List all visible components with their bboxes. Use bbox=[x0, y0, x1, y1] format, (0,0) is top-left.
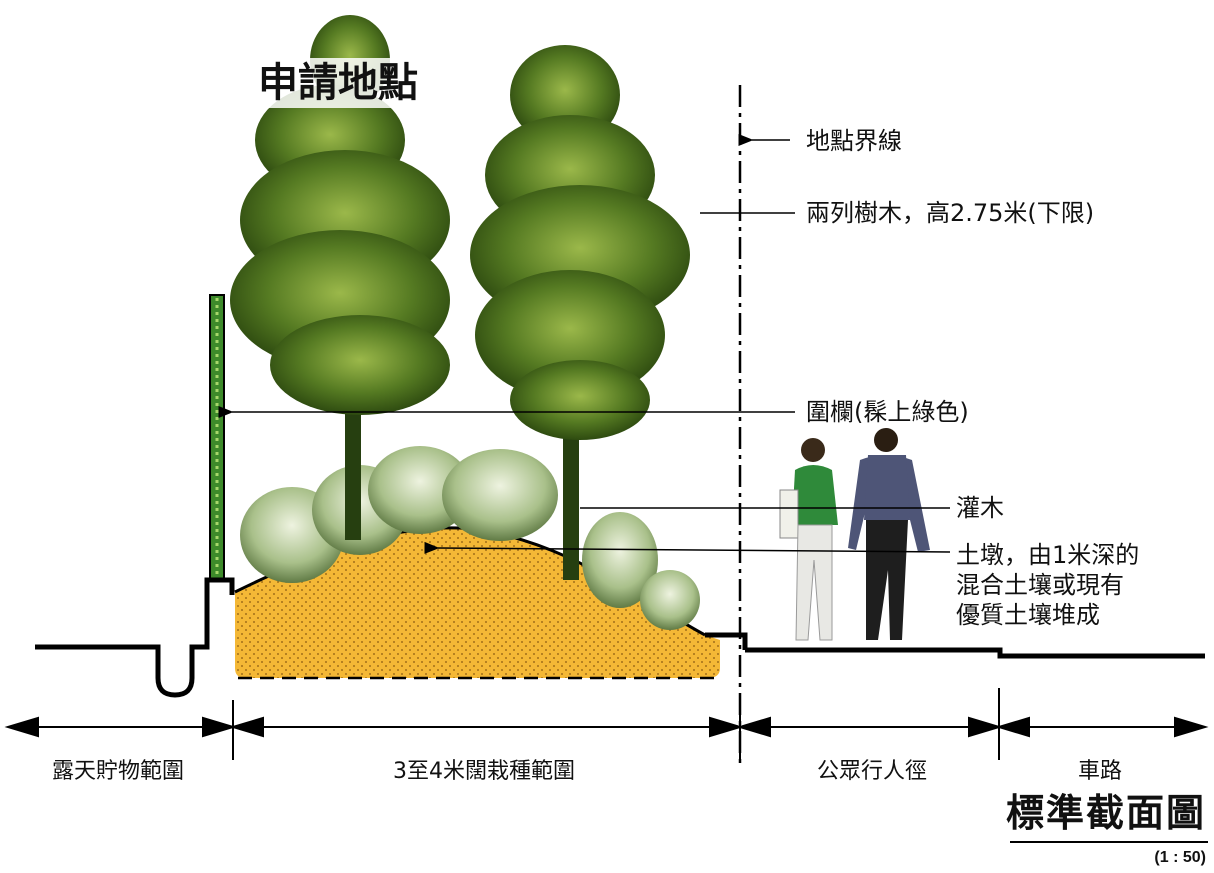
zone-planting: 3至4米闊栽種範圍 bbox=[393, 759, 575, 784]
callout-mound-line-2: 混合土壤或現有 bbox=[956, 571, 1124, 599]
pedestrian-green-shirt bbox=[779, 438, 838, 641]
callout-boundary: 地點界線 bbox=[806, 127, 902, 155]
zone-road: 車路 bbox=[1077, 759, 1123, 784]
diagram-title: 標準截面圖 bbox=[1005, 791, 1206, 835]
shrubs bbox=[240, 446, 700, 630]
leader-lines bbox=[218, 134, 951, 554]
callout-trees: 兩列樹木，高2.75米(下限) bbox=[806, 199, 1095, 227]
pedestrian-checked-shirt bbox=[848, 428, 930, 640]
tree-trunks bbox=[345, 380, 579, 580]
green-fence bbox=[209, 294, 225, 581]
site-label: 申請地點 bbox=[252, 58, 424, 108]
zone-storage: 露天貯物範圍 bbox=[51, 759, 185, 784]
ground-profile bbox=[35, 577, 1205, 698]
callout-shrubs: 灌木 bbox=[956, 494, 1004, 522]
zone-footpath: 公眾行人徑 bbox=[816, 759, 928, 784]
callout-mound-line-3: 優質土壤堆成 bbox=[956, 601, 1100, 629]
callout-mound: 土墩，由1米深的 混合土壤或現有 優質土壤堆成 bbox=[956, 540, 1139, 630]
callout-fence: 圍欄(髹上綠色) bbox=[806, 398, 969, 426]
dimension-line bbox=[4, 688, 1209, 760]
tree-canopy-right bbox=[470, 45, 690, 440]
callout-mound-line-1: 土墩，由1米深的 bbox=[956, 541, 1140, 569]
diagram-scale: (1 : 50) bbox=[1154, 849, 1206, 866]
